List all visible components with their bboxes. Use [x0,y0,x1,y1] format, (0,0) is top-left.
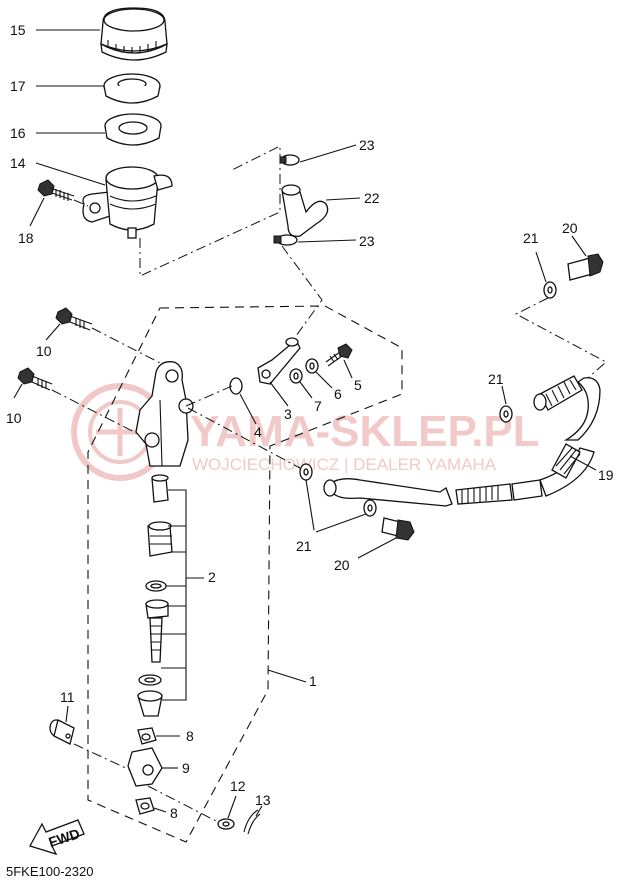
callout-7: 7 [314,398,322,414]
callout-21-right: 21 [488,371,504,387]
screw-5 [325,343,353,367]
hose-joint-3 [257,337,301,385]
hose-clamp-top [279,154,300,166]
washer-12 [217,818,235,830]
washer-21-right [499,405,513,423]
piston-kit [137,474,173,717]
callout-2: 2 [208,569,216,585]
union-bolt-20-top [567,253,604,281]
washer-21-top [543,281,557,299]
callout-10-upper: 10 [36,343,52,359]
callout-8-lower: 8 [170,805,178,821]
nut-8-upper [137,727,157,745]
callout-15: 15 [10,22,26,38]
callout-19: 19 [598,467,614,483]
callout-21-top: 21 [523,230,539,246]
callout-18: 18 [18,230,34,246]
clevis-pin-11 [49,719,75,745]
callout-4: 4 [254,424,262,440]
callout-8-upper: 8 [186,728,194,744]
bolt-10-upper [55,307,93,331]
callout-10-lower: 10 [6,410,22,426]
callout-20-bottom: 20 [334,557,350,573]
master-cylinder-body [135,361,194,467]
callout-23-bottom: 23 [359,233,375,249]
reservoir-plate [103,73,161,104]
callout-5: 5 [354,377,362,393]
callout-17: 17 [10,78,26,94]
watermark-brand: YAMA-SKLEP.PL [190,407,540,456]
washer-6 [305,358,319,374]
o-ring-4 [229,377,243,395]
watermark-dealer: WOJCIECHOWICZ | DEALER YAMAHA [192,455,497,474]
reservoir-cap [100,7,168,61]
diagram-code: 5FKE100-2320 [6,864,93,879]
union-bolt-20-bottom [381,517,415,541]
washer-21-mid [363,499,377,517]
clevis-9 [127,747,163,787]
callout-14: 14 [10,155,26,171]
callout-20-top: 20 [562,220,578,236]
callout-13: 13 [255,792,271,808]
brake-hose-19 [323,375,601,507]
reservoir-tank [82,166,173,239]
fwd-arrow-icon: FWD [29,819,85,856]
callout-3: 3 [284,406,292,422]
bolt-18 [37,179,75,201]
callout-9: 9 [182,760,190,776]
callout-12: 12 [230,778,246,794]
cotter-pin-13 [243,809,261,835]
washer-21-left [299,463,313,481]
callout-23-top: 23 [359,137,375,153]
callout-6: 6 [334,386,342,402]
callout-11: 11 [60,689,75,705]
callout-21-bottom: 21 [296,538,312,554]
assembly-outline [87,305,403,843]
reservoir-diaphragm [104,113,162,146]
washer-7 [289,368,303,384]
callout-22: 22 [364,190,380,206]
fwd-label: FWD [46,825,81,850]
nut-8-lower [135,797,155,815]
callout-1: 1 [309,673,317,689]
watermark: YAMA-SKLEP.PL WOJCIECHOWICZ | DEALER YAM… [71,383,540,481]
callout-16: 16 [10,125,26,141]
hose-clamp-bottom [273,234,298,246]
bolt-10-lower [17,367,53,391]
reservoir-hose [281,184,329,237]
